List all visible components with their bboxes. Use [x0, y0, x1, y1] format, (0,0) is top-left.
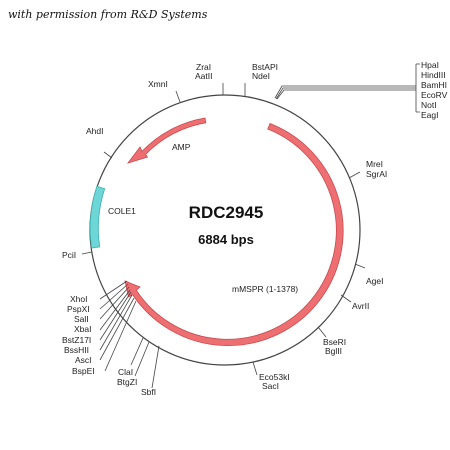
tick-sali [99, 286, 130, 320]
tick-asci [99, 297, 135, 361]
site-bstapi: BstAPI [252, 62, 278, 72]
tick-xbai [99, 289, 131, 331]
plasmid-backbone [89, 94, 361, 366]
site-zrai: ZraI [196, 62, 211, 72]
site-agei: AgeI [366, 276, 384, 286]
site-pspxi: PspXI [67, 304, 90, 314]
tick-eco53ki-saci [252, 361, 258, 376]
site-ndei: NdeI [252, 71, 270, 81]
site-bspei: BspEI [72, 366, 95, 376]
cole1-label: COLE1 [108, 206, 136, 216]
site-noti: NotI [421, 100, 437, 110]
site-asci: AscI [75, 355, 92, 365]
site-btgzi: BtgZI [117, 377, 137, 387]
site-bamhi: BamHI [421, 80, 447, 90]
site-pcii: PciI [62, 250, 76, 260]
site-sbfi: SbfI [141, 387, 156, 397]
tick-agei [354, 263, 366, 269]
site-clai: ClaI [118, 367, 133, 377]
site-xmni: XmnI [148, 79, 168, 89]
tick-mcs-2 [275, 87, 416, 100]
site-xbai: XbaI [74, 324, 92, 334]
site-avrii: AvrII [352, 301, 369, 311]
tick-bsshii [99, 294, 133, 351]
tick-bstz17i [99, 291, 132, 341]
site-bglii: BglII [325, 346, 342, 356]
credit-line: with permission from R&D Systems [8, 8, 208, 21]
site-ecorv: EcoRV [421, 90, 448, 100]
amp-label: AMP [172, 142, 191, 152]
mcs-bracket-ends [416, 63, 420, 113]
tick-bspei [104, 300, 137, 372]
tick-xmni [175, 90, 181, 103]
site-ahdi: AhdI [86, 126, 104, 136]
tick-mcs-1 [274, 85, 416, 99]
tick-mrei-sgrai [348, 171, 361, 179]
site-eco53ki: Eco53kI [259, 372, 290, 382]
site-sgrai: SgrAI [366, 169, 387, 179]
tick-pspxi [99, 283, 129, 310]
site-bsshii: BssHII [64, 345, 89, 355]
site-saci: SacI [262, 381, 279, 391]
tick-mcs-3 [276, 89, 416, 100]
site-mrei: MreI [366, 159, 383, 169]
site-bstz17i: BstZ17I [62, 335, 91, 345]
tick-pcii [81, 251, 93, 255]
plasmid-size: 6884 bps [198, 232, 254, 247]
tick-sbfi [151, 345, 160, 389]
tick-avrii [340, 294, 352, 303]
tick-clai [130, 337, 144, 366]
plasmid-name: RDC2945 [189, 203, 264, 222]
tick-bseri-bglii [317, 326, 327, 338]
tick-btgzi [134, 341, 150, 377]
tick-xhoi [99, 280, 128, 300]
site-xhoi: XhoI [70, 294, 88, 304]
cole1-feature [89, 185, 106, 249]
site-eagi: EagI [421, 110, 439, 120]
amp-arrow [126, 117, 207, 164]
site-aatii: AatII [195, 71, 212, 81]
site-sali: SalI [74, 314, 89, 324]
site-hindiii: HindIII [421, 70, 446, 80]
mmspr-label: mMSPR (1-1378) [232, 284, 298, 294]
tick-ahdi [103, 151, 113, 159]
site-hpai: HpaI [421, 60, 439, 70]
site-bseri: BseRI [323, 337, 346, 347]
